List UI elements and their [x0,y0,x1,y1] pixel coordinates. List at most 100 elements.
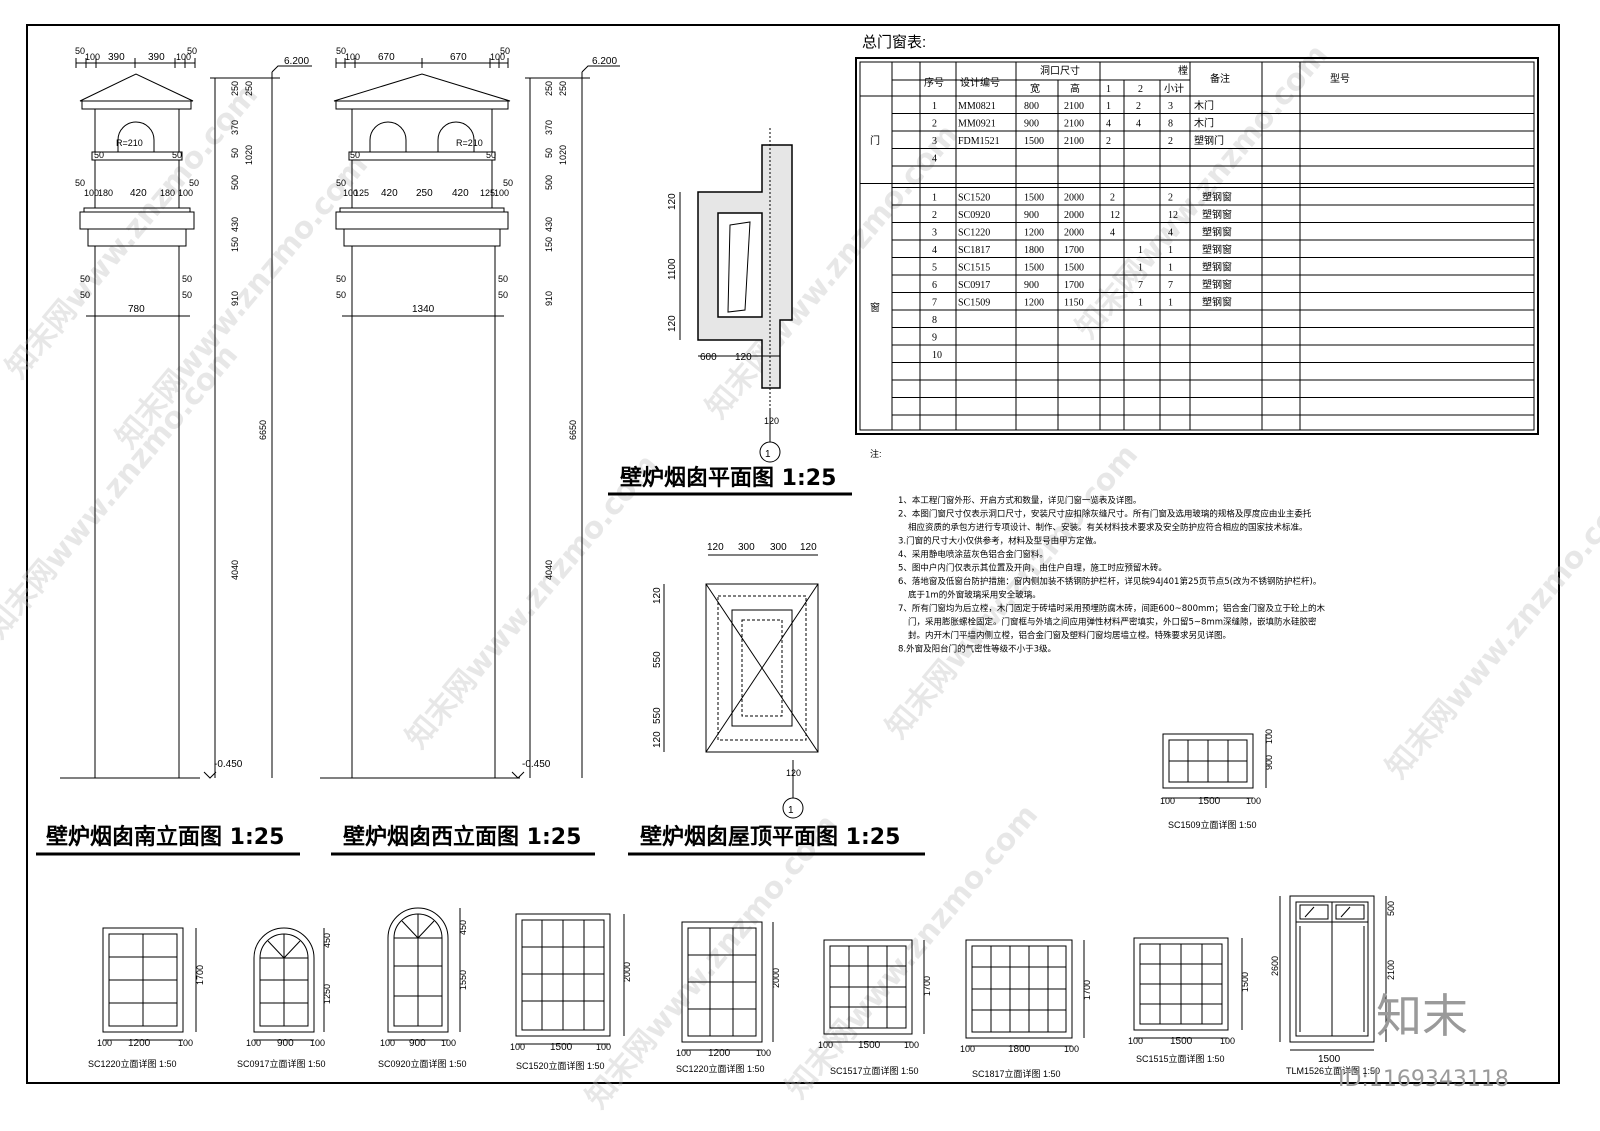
svg-text:500: 500 [230,175,240,190]
roof-plan: 120 300 300 120 120 550 550 120 120 1 [652,542,819,819]
svg-text:600: 600 [700,352,717,363]
column-header: 高 [1070,82,1080,95]
svg-text:100: 100 [904,1040,919,1050]
chimney-plan: 120 1100 120 600 120 120 1 [667,128,793,463]
svg-text:100: 100 [85,52,100,62]
table-cell: 1 [932,193,937,204]
column-header: 2 [1138,84,1143,95]
note-line: 8.外窗及阳台门的气密性等级不小于3级。 [898,644,1056,655]
svg-text:100: 100 [818,1040,833,1050]
schedule-title: 总门窗表: [862,33,926,51]
detail-sc1517 [823,939,925,1043]
svg-text:100: 100 [176,52,191,62]
svg-text:50: 50 [336,274,346,284]
table-cell: 塑钢窗 [1202,191,1232,204]
table-cell: 10 [932,350,942,361]
table-cell: 4 [932,245,937,256]
table-cell: 5 [932,263,937,274]
svg-text:100: 100 [441,1038,456,1048]
table-cell: 塑钢窗 [1202,278,1232,291]
door-group-label: 门 [870,134,880,147]
svg-text:100: 100 [1064,1044,1079,1054]
general-notes: 1、本工程门窗外形、开启方式和数量，详见门窗一览表及详图。2、本图门窗尺寸仅表示… [898,495,1326,655]
table-cell: 1500 [1064,263,1084,274]
svg-text:50: 50 [350,150,360,160]
svg-text:100: 100 [84,188,99,198]
svg-text:SC1515立面详图 1:50: SC1515立面详图 1:50 [1136,1053,1225,1064]
svg-text:250: 250 [416,188,433,199]
svg-text:50: 50 [498,290,508,300]
svg-text:100: 100 [596,1042,611,1052]
table-cell: 1200 [1024,228,1044,239]
table-cell: 4 [1110,228,1115,239]
svg-text:1500: 1500 [1170,1036,1193,1047]
svg-text:50: 50 [503,178,513,188]
table-cell: 3 [932,136,937,147]
table-cell: 2000 [1064,193,1084,204]
svg-text:1: 1 [765,449,771,460]
svg-text:50: 50 [544,148,554,158]
svg-text:100: 100 [178,1038,193,1048]
svg-text:450: 450 [322,933,332,948]
table-cell: 4 [1136,119,1141,130]
svg-text:100: 100 [97,1038,112,1048]
svg-text:1250: 1250 [322,984,332,1004]
svg-text:100: 100 [1160,796,1175,806]
svg-text:420: 420 [452,188,469,199]
svg-text:150: 150 [230,237,240,252]
svg-text:知末网www.znzmo.com: 知末网www.znzmo.com [0,338,245,645]
table-cell: 2100 [1064,136,1084,147]
svg-text:300: 300 [770,542,787,553]
svg-text:50: 50 [336,290,346,300]
svg-text:1700: 1700 [1082,980,1092,1000]
svg-text:900: 900 [277,1038,294,1049]
svg-text:50: 50 [94,150,104,160]
svg-text:120: 120 [707,542,724,553]
note-line: 6、落地窗及低窗台防护措施：窗内侧加装不锈钢防护栏杆，详见皖94J401第25页… [898,576,1321,587]
svg-text:120: 120 [667,193,678,210]
svg-text:1020: 1020 [244,145,254,165]
detail-tlm1526 [1279,895,1387,1051]
svg-text:6.200: 6.200 [284,56,309,67]
svg-text:1800: 1800 [1008,1044,1031,1055]
svg-text:250: 250 [544,81,554,96]
svg-text:670: 670 [378,52,395,63]
table-cell: 塑钢窗 [1202,243,1232,256]
table-cell: 7 [1138,280,1143,291]
svg-text:670: 670 [450,52,467,63]
column-header: 1 [1106,84,1111,95]
brand-id: ID:1169343118 [1338,1067,1509,1092]
svg-text:50: 50 [182,274,192,284]
svg-text:120: 120 [652,731,663,748]
svg-text:180: 180 [160,188,175,198]
svg-text:900: 900 [1264,755,1274,770]
table-cell: 2 [932,119,937,130]
svg-text:125: 125 [354,188,369,198]
svg-text:910: 910 [544,291,554,306]
svg-text:2100: 2100 [1386,960,1396,980]
svg-text:780: 780 [128,304,145,315]
detail-caption: SC1509立面详图 1:50 [1168,819,1257,830]
detail-sc0920 [387,907,461,1041]
table-cell: 12 [1168,210,1178,221]
svg-text:50: 50 [80,290,90,300]
note-line: 封。内开木门平墙内侧立樘，铝合金门窗及塑料门窗均居墙立樘。特殊要求另见详图。 [908,630,1231,641]
table-cell: 4 [1106,119,1111,130]
table-cell: MM0821 [958,101,996,112]
svg-text:1: 1 [788,805,794,816]
table-cell: 1500 [1024,193,1044,204]
svg-text:1500: 1500 [1240,972,1250,992]
svg-text:SC0920立面详图 1:50: SC0920立面详图 1:50 [378,1058,467,1069]
svg-text:50: 50 [336,46,346,56]
table-cell: 塑钢窗 [1202,226,1232,239]
detail-sc1515 [1133,937,1243,1039]
svg-text:50: 50 [80,274,90,284]
svg-text:SC0917立面详图 1:50: SC0917立面详图 1:50 [237,1058,326,1069]
table-cell: 900 [1024,119,1039,130]
detail-sc0917 [253,927,325,1041]
detail-sc1220-a [102,927,197,1041]
table-cell: 木门 [1194,117,1214,130]
table-cell: 6 [932,280,937,291]
svg-text:100: 100 [960,1044,975,1054]
